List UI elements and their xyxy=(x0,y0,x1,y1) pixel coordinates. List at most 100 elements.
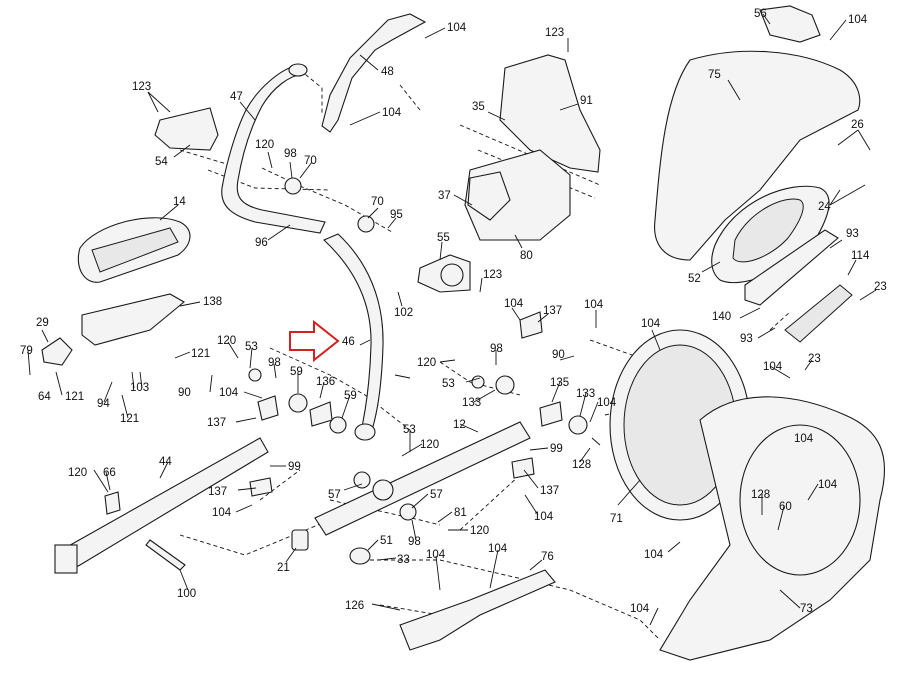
callout-label: 104 xyxy=(219,387,239,399)
part-75-shroud-top xyxy=(654,50,861,261)
callout-label: 53 xyxy=(442,378,455,390)
callout-label: 133 xyxy=(462,397,481,409)
callout-label: 64 xyxy=(38,391,51,403)
callout-label: 90 xyxy=(178,387,191,399)
callout-label: 35 xyxy=(472,101,485,113)
callout-label: 140 xyxy=(712,311,731,323)
callout-label: 37 xyxy=(438,190,451,202)
callout-label: 98 xyxy=(284,148,297,160)
callout-label: 12 xyxy=(453,419,466,431)
callout-label: 81 xyxy=(454,507,467,519)
highlight-arrow xyxy=(289,319,340,363)
callout-label: 100 xyxy=(177,588,196,600)
callout-label: 75 xyxy=(708,69,721,81)
callout-label: 104 xyxy=(597,397,617,409)
callout-label: 47 xyxy=(230,91,243,103)
callout-label: 104 xyxy=(504,298,524,310)
callout-label: 104 xyxy=(534,511,554,523)
callout-label: 120 xyxy=(470,525,489,537)
callout-label: 99 xyxy=(288,461,301,473)
callout-label: 121 xyxy=(65,391,84,403)
callout-label: 53 xyxy=(245,341,258,353)
callout-label: 120 xyxy=(255,139,274,151)
callout-label: 53 xyxy=(403,424,416,436)
callout-label: 137 xyxy=(208,486,227,498)
callout-label: 136 xyxy=(316,376,335,388)
callout-label: 104 xyxy=(584,299,604,311)
callout-label: 135 xyxy=(550,377,569,389)
callout-label: 29 xyxy=(36,317,49,329)
part-100-axle xyxy=(145,539,186,571)
callout-label: 120 xyxy=(217,335,236,347)
callout-label: 126 xyxy=(345,600,364,612)
callout-label: 23 xyxy=(808,353,821,365)
callout-label: 24 xyxy=(818,201,831,213)
callout-label: 59 xyxy=(290,366,303,378)
callout-label: 57 xyxy=(430,489,443,501)
callout-label: 104 xyxy=(794,433,814,445)
callout-label: 66 xyxy=(103,467,116,479)
callout-label: 26 xyxy=(851,119,864,131)
callout-label: 104 xyxy=(644,549,664,561)
callout-label: 21 xyxy=(277,562,290,574)
callout-label: 104 xyxy=(212,507,232,519)
callout-label: 46 xyxy=(342,336,355,348)
callout-label: 73 xyxy=(800,603,813,615)
callout-label: 59 xyxy=(344,390,357,402)
callout-label: 137 xyxy=(540,485,559,497)
callout-label: 120 xyxy=(420,439,439,451)
callout-label: 120 xyxy=(417,357,436,369)
callout-label: 104 xyxy=(447,22,467,34)
callout-label: 98 xyxy=(490,343,503,355)
callout-label: 95 xyxy=(390,209,403,221)
part-114-fan xyxy=(784,284,853,343)
callout-label: 99 xyxy=(550,443,563,455)
callout-label: 137 xyxy=(543,305,562,317)
part-46-lower-arm xyxy=(323,233,384,438)
callout-label: 56 xyxy=(754,8,767,20)
callout-label: 96 xyxy=(255,237,268,249)
callout-label: 52 xyxy=(688,273,701,285)
part-76-cover xyxy=(399,569,556,651)
callout-label: 102 xyxy=(394,307,413,319)
callout-label: 104 xyxy=(630,603,650,615)
callout-labels: 104 56 104 123 48 104 75 123 47 35 91 26… xyxy=(20,8,887,615)
part-91-console xyxy=(499,54,601,173)
callout-label: 104 xyxy=(641,318,661,330)
callout-label: 55 xyxy=(437,232,450,244)
callout-label: 128 xyxy=(751,489,770,501)
callout-label: 138 xyxy=(203,296,222,308)
callout-label: 103 xyxy=(130,382,149,394)
callout-label: 71 xyxy=(610,513,623,525)
callout-label: 104 xyxy=(488,543,508,555)
callout-label: 104 xyxy=(848,14,868,26)
callout-label: 54 xyxy=(155,156,168,168)
callout-label: 123 xyxy=(545,27,564,39)
part-51 xyxy=(349,547,371,565)
callout-label: 23 xyxy=(874,281,887,293)
callout-label: 114 xyxy=(851,250,870,262)
callout-label: 70 xyxy=(371,196,384,208)
callout-label: 44 xyxy=(159,456,172,468)
part-29 xyxy=(41,337,73,366)
part-140 xyxy=(744,229,839,306)
part-138-pedal-plate xyxy=(81,293,185,346)
callout-label: 94 xyxy=(97,398,110,410)
callout-label: 48 xyxy=(381,66,394,78)
callout-label: 57 xyxy=(328,489,341,501)
callout-label: 104 xyxy=(426,549,446,561)
callout-label: 98 xyxy=(408,536,421,548)
callout-label: 98 xyxy=(268,357,281,369)
callout-label: 133 xyxy=(576,388,595,400)
callout-label: 120 xyxy=(68,467,87,479)
part-48-upper-handle xyxy=(321,13,427,133)
callout-label: 60 xyxy=(779,501,792,513)
callout-label: 123 xyxy=(483,269,502,281)
callout-label: 137 xyxy=(207,417,226,429)
callout-label: 70 xyxy=(304,155,317,167)
leader-lines xyxy=(27,13,877,626)
callout-label: 80 xyxy=(520,250,533,262)
callout-label: 93 xyxy=(846,228,859,240)
callout-label: 128 xyxy=(572,459,591,471)
